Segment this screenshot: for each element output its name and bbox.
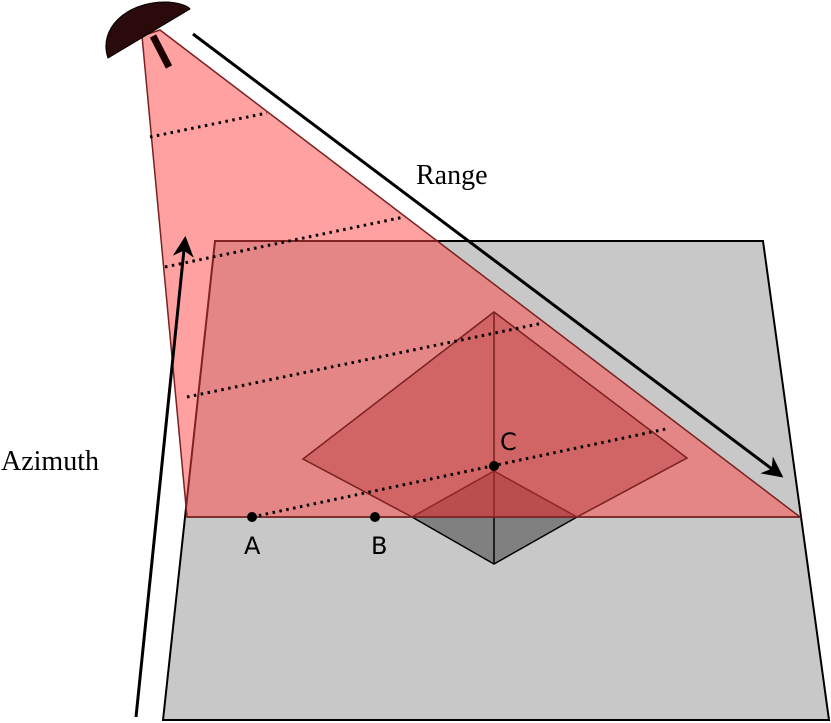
point-b-label: B xyxy=(371,532,387,560)
antenna-dish-icon xyxy=(105,1,191,59)
point-a-label: A xyxy=(244,532,261,560)
point-c-label: C xyxy=(500,428,517,456)
range-bin-line-1 xyxy=(149,111,268,139)
range-arrow xyxy=(192,32,784,478)
pyramid-upper-face xyxy=(301,311,689,518)
range-bin-line-2 xyxy=(164,215,405,269)
range-label: Range xyxy=(416,160,488,191)
point-a-marker xyxy=(247,512,257,522)
antenna-feed xyxy=(149,34,173,69)
range-bin-line-4 xyxy=(251,427,667,519)
azimuth-label: Azimuth xyxy=(1,446,99,477)
point-c-marker xyxy=(489,461,499,471)
azimuth-arrow xyxy=(134,235,194,718)
point-b-marker xyxy=(370,512,380,522)
range-bin-line-3 xyxy=(186,321,544,399)
